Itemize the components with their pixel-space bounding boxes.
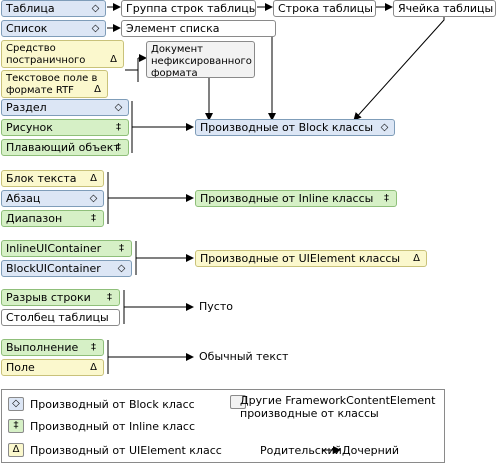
node-section: Раздел ◇	[1, 99, 129, 116]
uielement-icon: Δ	[8, 443, 24, 457]
block-icon: ◇	[91, 3, 100, 14]
legend-inline-label: Производный от Inline класс	[30, 420, 196, 433]
node-table-column: Столбец таблицы	[1, 309, 120, 326]
node-field: Поле Δ	[1, 359, 104, 376]
node-label: Абзац	[6, 192, 41, 205]
target-uielement-classes: Производные от UIElement классы Δ	[195, 250, 427, 267]
legend-block-label: Производный от Block класс	[30, 398, 195, 411]
inline-icon: ‡	[116, 122, 121, 133]
node-paragraph: Абзац ◇	[1, 190, 104, 207]
legend-parent-label: Родительский	[260, 444, 342, 457]
uielement-icon: Δ	[413, 253, 420, 264]
block-icon: ◇	[89, 193, 98, 204]
uielement-icon: Δ	[110, 54, 117, 65]
block-icon: ◇	[114, 102, 123, 113]
node-label: InlineUIContainer	[6, 242, 102, 255]
node-label: Список	[6, 22, 48, 35]
target-plain-text: Обычный текст	[199, 350, 289, 363]
node-label: Текстовое поле в формате RTF	[6, 73, 98, 96]
other-class-icon	[230, 395, 246, 409]
node-table-cell: Ячейка таблицы	[393, 0, 496, 17]
uielement-icon: Δ	[90, 362, 97, 373]
node-table-row: Строка таблицы	[273, 0, 376, 17]
block-icon: ◇	[91, 23, 100, 34]
node-label: Блок текста	[6, 172, 77, 185]
node-label: Строка таблицы	[278, 2, 373, 15]
target-inline-classes: Производные от Inline классы ‡	[195, 190, 397, 207]
node-label: Производные от Block классы	[200, 121, 374, 134]
node-label: Столбец таблицы	[6, 311, 109, 324]
node-label: Раздел	[6, 101, 47, 114]
node-label: Элемент списка	[126, 22, 220, 35]
node-label: Производные от Inline классы	[200, 192, 374, 205]
target-block-classes: Производные от Block классы ◇	[195, 119, 395, 136]
node-label: Выполнение	[6, 341, 79, 354]
node-label: Рисунок	[6, 121, 53, 134]
node-label: Ячейка таблицы	[398, 2, 494, 15]
node-label: Диапазон	[6, 212, 63, 225]
node-label: Таблица	[6, 2, 55, 15]
inline-icon: ‡	[116, 142, 121, 153]
inline-icon: ‡	[91, 213, 96, 224]
node-label: Группа строк таблицы	[126, 2, 256, 15]
node-label: Плавающий объект	[6, 141, 120, 154]
legend: ◇ Производный от Block класс ‡ Производн…	[1, 389, 445, 463]
node-block-ui-container: BlockUIContainer ◇	[1, 260, 132, 277]
node-line-break: Разрыв строки ‡	[1, 289, 120, 306]
inline-icon: ‡	[91, 342, 96, 353]
inline-icon: ‡	[119, 243, 124, 254]
node-flow-document: Документ нефиксированного формата	[146, 41, 255, 78]
node-inline-ui-container: InlineUIContainer ‡	[1, 240, 132, 257]
uielement-icon: Δ	[90, 173, 97, 184]
legend-child-label: Дочерний	[342, 444, 400, 457]
block-icon: ◇	[380, 122, 389, 133]
node-list: Список ◇	[1, 20, 106, 37]
node-list-item: Элемент списка	[121, 20, 276, 37]
node-label: Документ нефиксированного формата	[151, 44, 252, 78]
node-span: Диапазон ‡	[1, 210, 104, 227]
block-icon: ◇	[8, 397, 24, 411]
node-table-row-group: Группа строк таблицы	[121, 0, 256, 17]
node-table: Таблица ◇	[1, 0, 106, 17]
node-figure: Рисунок ‡	[1, 119, 129, 136]
inline-icon: ‡	[107, 292, 112, 303]
node-text-block: Блок текста Δ	[1, 170, 104, 187]
target-empty: Пусто	[199, 300, 233, 313]
node-label: Средство постраничного просмотра	[6, 43, 86, 66]
uielement-icon: Δ	[94, 84, 101, 95]
node-label: BlockUIContainer	[6, 262, 101, 275]
node-label: Поле	[6, 361, 35, 374]
inline-icon: ‡	[384, 193, 389, 204]
node-floater: Плавающий объект ‡	[1, 139, 129, 156]
legend-other-label: Другие FrameworkContentElement производн…	[240, 394, 436, 420]
block-icon: ◇	[117, 263, 126, 274]
inline-icon: ‡	[8, 419, 24, 433]
node-page-viewer: Средство постраничного просмотра Δ	[1, 40, 124, 68]
node-label: Разрыв строки	[6, 291, 91, 304]
node-run: Выполнение ‡	[1, 339, 104, 356]
node-rtf-box: Текстовое поле в формате RTF Δ	[1, 70, 108, 98]
node-label: Производные от UIElement классы	[200, 252, 401, 265]
legend-uielement-label: Производный от UIElement класс	[30, 444, 222, 457]
